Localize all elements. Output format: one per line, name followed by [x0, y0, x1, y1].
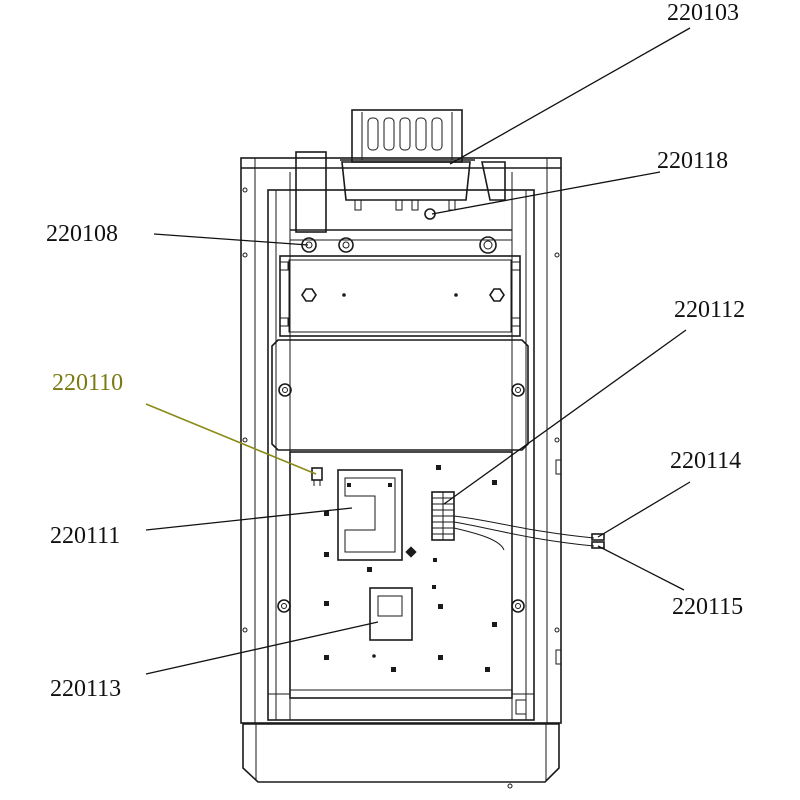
- leader-lines: [145, 27, 691, 675]
- callout-220115: 220115: [672, 594, 743, 620]
- callout-220114: 220114: [670, 448, 741, 474]
- leader-220108: [153, 233, 309, 246]
- leader-220118: [431, 171, 661, 215]
- base-plinth: [242, 693, 560, 789]
- callout-220113: 220113: [50, 676, 121, 702]
- callout-220108: 220108: [46, 221, 118, 247]
- callout-220111: 220111: [50, 523, 120, 549]
- leader-220112: [443, 329, 687, 505]
- callout-220118: 220118: [657, 148, 728, 174]
- cable: [453, 515, 605, 551]
- leader-220110: [145, 403, 317, 475]
- middle-plate: [271, 339, 529, 451]
- leader-220111: [145, 507, 353, 531]
- board-bracket: [337, 469, 403, 561]
- terminal-block: [431, 491, 455, 541]
- callout-220112: 220112: [674, 297, 745, 323]
- leader-220113: [145, 621, 379, 675]
- small-connector: [311, 467, 323, 486]
- machine-body: [240, 157, 562, 724]
- upper-panel: [279, 255, 521, 337]
- callout-220103: 220103: [667, 0, 739, 26]
- leader-220115: [597, 545, 685, 591]
- sensor-bar: [290, 229, 512, 254]
- electrical-plate: [277, 451, 525, 699]
- leader-220114: [597, 481, 691, 538]
- callout-labels: 220103 220118 220108 220112 220110 22011…: [46, 0, 745, 702]
- fan-unit: [295, 109, 506, 233]
- leader-220103: [449, 27, 691, 165]
- module-box: [369, 587, 413, 641]
- callout-220110: 220110: [52, 370, 123, 396]
